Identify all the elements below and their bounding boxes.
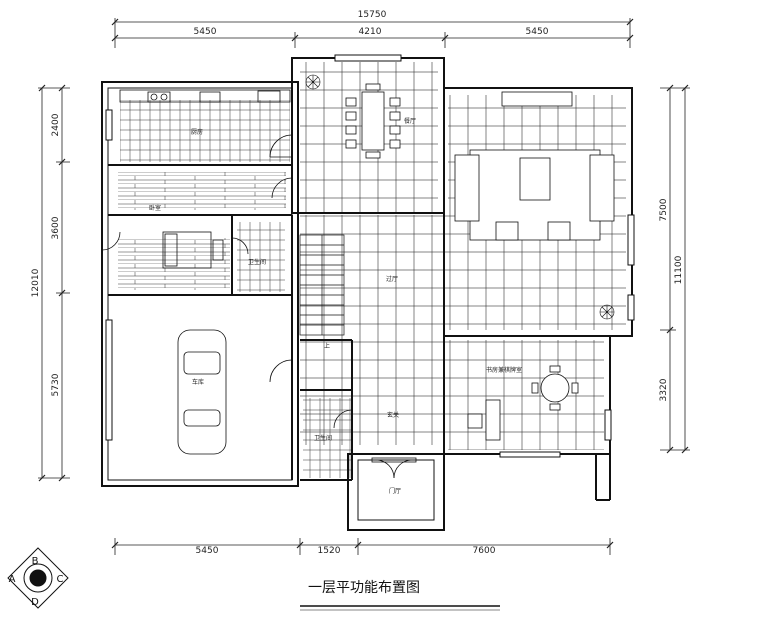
kitchen-counter <box>119 89 291 103</box>
dim-left-total: 12010 <box>31 268 41 297</box>
car <box>177 329 227 455</box>
doors <box>101 134 417 479</box>
room-stair-up: 上 <box>324 342 330 350</box>
room-bath-upper: 卫生间 <box>248 258 266 266</box>
dim-bottom-mid: 1520 <box>318 546 341 556</box>
room-foyer: 玄关 <box>387 411 399 419</box>
walls <box>101 57 633 531</box>
windows <box>105 54 635 458</box>
compass-label-a: A <box>9 574 16 585</box>
compass-symbol <box>7 547 69 609</box>
sofa-set <box>454 91 615 241</box>
dim-top-total: 15750 <box>358 10 387 20</box>
title-underline <box>300 605 500 611</box>
room-kitchen: 厨房 <box>191 128 203 136</box>
room-study: 书房兼棋牌室 <box>486 366 522 374</box>
dim-top-left: 5450 <box>194 27 217 37</box>
dim-right-a: 7500 <box>659 198 669 221</box>
compass-label-d: D <box>31 597 39 608</box>
dim-bottom-right: 7600 <box>473 546 496 556</box>
bed <box>162 231 224 269</box>
room-hall: 过厅 <box>386 275 398 283</box>
dim-top-right: 5450 <box>526 27 549 37</box>
dim-top-mid: 4210 <box>359 27 382 37</box>
round-table <box>531 365 579 411</box>
staircase <box>299 234 345 336</box>
room-bath-lower: 卫生间 <box>314 434 332 442</box>
compass-label-c: C <box>57 574 64 585</box>
dining-table <box>345 83 401 159</box>
room-dining: 餐厅 <box>404 117 416 125</box>
dim-right-b: 3320 <box>659 378 669 401</box>
compass-label-b: B <box>32 556 39 567</box>
room-porch: 门厅 <box>389 487 401 495</box>
room-garage: 车库 <box>192 378 204 386</box>
plants <box>305 74 615 320</box>
dim-bottom-left: 5450 <box>196 546 219 556</box>
room-bedroom: 卧室 <box>149 204 161 212</box>
dim-left-a: 2400 <box>51 113 61 136</box>
drawing-title: 一层平功能布置图 <box>308 580 420 596</box>
dim-right-total: 11100 <box>674 255 684 284</box>
dim-left-c: 5730 <box>51 373 61 396</box>
dim-left-b: 3600 <box>51 216 61 239</box>
dimension-ticks <box>38 18 689 549</box>
desk <box>467 399 501 441</box>
